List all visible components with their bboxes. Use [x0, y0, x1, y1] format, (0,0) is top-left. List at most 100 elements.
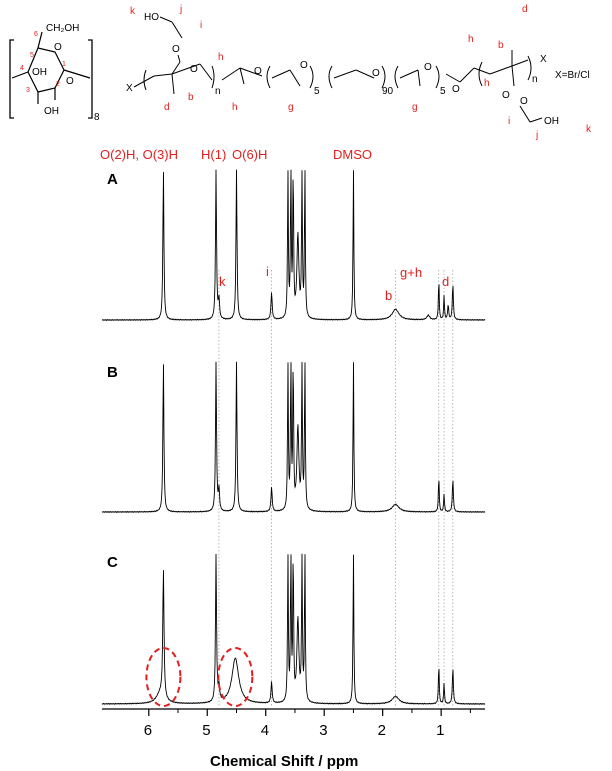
bond-4	[171, 61, 181, 75]
sub-5-left: 5	[314, 86, 320, 97]
paren-1	[143, 69, 147, 91]
cd-right-bracket	[88, 39, 93, 119]
cd-ring-o-label: O	[54, 42, 62, 53]
sub-n-right: n	[532, 74, 538, 85]
x-tick-label-3: 3	[319, 722, 327, 739]
peak-label-gh: g+h	[400, 265, 422, 280]
label-j-bottom: j	[535, 130, 538, 141]
peak-label-d: d	[442, 274, 449, 289]
polymer-x-right: X	[540, 54, 547, 65]
polymer-oh-bottom: OH	[544, 116, 559, 127]
cyclodextrin-structure: CH₂OH O OH OH O 6 5 4 3 2 1 8	[9, 23, 100, 123]
highlight-circle-1	[217, 647, 254, 707]
peak-label-dmso: DMSO	[333, 147, 372, 162]
bond-22	[489, 65, 513, 75]
bond-2	[171, 21, 183, 39]
bond-13	[271, 69, 291, 79]
label-b-right: b	[498, 40, 504, 51]
cd-ch2-bond	[37, 31, 43, 49]
label-k-top: k	[130, 6, 136, 17]
x-tick-label-4: 4	[261, 722, 269, 739]
nmr-spectrum-chart: O(2)H, O(3)H H(1) O(6)H DMSO k i b g+h d…	[100, 147, 486, 770]
paren-2	[211, 65, 215, 89]
bond-10	[221, 67, 241, 81]
sub-5-right: 5	[440, 86, 446, 97]
cd-num-2: 2	[56, 81, 60, 88]
bond-14	[289, 69, 301, 87]
polymer-o-9: O	[520, 96, 528, 107]
bond-19	[445, 73, 461, 83]
polymer-o-4: O	[300, 60, 308, 71]
bond-11	[239, 67, 263, 77]
paren-10	[527, 55, 532, 81]
spectrum-trace-c	[101, 553, 486, 705]
bond-18	[417, 69, 421, 87]
cd-num-6: 6	[34, 31, 38, 38]
panel-label-b: B	[107, 364, 118, 381]
bond-7	[171, 73, 175, 95]
cd-num-5: 5	[30, 52, 34, 59]
bond-21	[473, 67, 491, 75]
peak-label-oh6: O(6)H	[232, 147, 267, 162]
cd-bridge-o-label: O	[66, 76, 74, 87]
cd-left-bond	[11, 71, 29, 79]
spectrum-trace-b	[101, 361, 486, 514]
end-group-label: X=Br/Cl	[555, 70, 590, 81]
label-h-left-2: h	[232, 102, 238, 113]
cd-left-bracket	[9, 39, 14, 119]
bond-1	[159, 16, 173, 23]
sub-n-left: n	[215, 86, 221, 97]
polymer-o-7: O	[452, 84, 460, 95]
x-tick-label-6: 6	[144, 722, 152, 739]
paren-9	[478, 61, 483, 87]
label-b-left: b	[188, 92, 194, 103]
label-h-right-2: h	[484, 78, 490, 89]
paren-4	[309, 65, 314, 89]
paren-7	[394, 65, 399, 89]
polymer-o-6: O	[424, 62, 432, 73]
cd-num-4: 4	[20, 65, 24, 72]
polymer-x-left: X	[126, 83, 133, 94]
label-d-right: d	[522, 4, 528, 15]
polymer-o-2: O	[190, 64, 198, 75]
label-i-top: i	[200, 20, 202, 31]
paren-8	[435, 65, 440, 89]
x-axis-title: Chemical Shift / ppm	[210, 753, 358, 770]
cd-oh-label-b: OH	[44, 106, 59, 117]
bond-26	[519, 105, 531, 123]
label-j-top: j	[179, 4, 182, 15]
polymer-o-5: O	[372, 68, 380, 79]
bond-20	[459, 67, 475, 83]
panel-label-a: A	[107, 171, 118, 188]
cd-num-3: 3	[26, 87, 30, 94]
peak-label-oh23: O(2)H, O(3)H	[100, 147, 178, 162]
cd-right-bond	[63, 69, 91, 79]
cd-oh-label-a: OH	[32, 67, 47, 78]
label-i-bottom: i	[508, 116, 510, 127]
panel-label-c: C	[107, 554, 118, 571]
label-h-right-1: h	[468, 34, 474, 45]
peak-label-b: b	[385, 288, 392, 303]
bond-24	[511, 59, 529, 67]
label-g-left: g	[288, 102, 294, 113]
polymer-ho-top: HO	[144, 12, 159, 23]
bond-8	[171, 63, 201, 75]
bond-3	[177, 54, 181, 63]
bond-17	[399, 69, 419, 79]
x-tick-label-2: 2	[378, 722, 386, 739]
polymer-o-8: O	[502, 90, 510, 101]
cd-num-1: 1	[62, 61, 66, 68]
peak-label-i: i	[266, 264, 269, 279]
bond-9	[199, 63, 213, 81]
paren-6	[381, 65, 386, 89]
highlight-circle-0	[145, 647, 182, 707]
paren-3	[266, 65, 271, 89]
bond-12	[239, 67, 245, 85]
cd-repeat-count: 8	[94, 112, 100, 123]
polymer-o-1: O	[172, 44, 180, 55]
bond-15	[333, 69, 357, 79]
sub-90: 90	[382, 86, 394, 97]
x-tick-label-1: 1	[436, 722, 444, 739]
